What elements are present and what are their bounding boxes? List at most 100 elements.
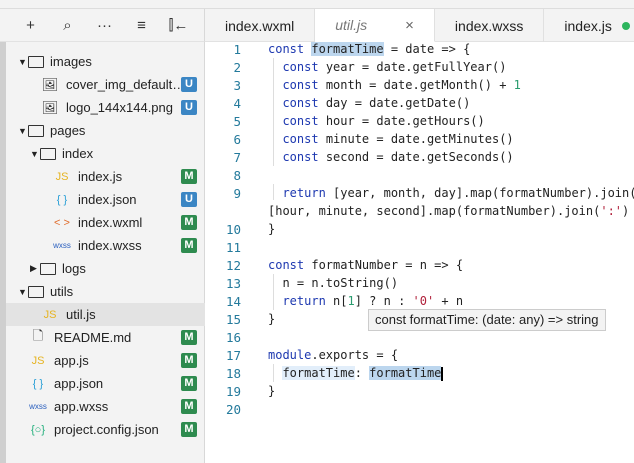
line-number: 16: [225, 330, 241, 345]
code-token: [year, month, day].map(formatNumber).joi…: [333, 186, 634, 200]
tree-item-cover_img_default-[interactable]: 🖼cover_img_default…U: [6, 73, 205, 96]
tree-item-label: pages: [50, 123, 86, 138]
code-line[interactable]: return [year, month, day].map(formatNumb…: [268, 186, 634, 200]
tab-label: util.js: [335, 17, 368, 33]
tab-index-js[interactable]: index.js: [544, 9, 634, 42]
git-status-badge: M: [181, 399, 197, 414]
code-token: ] ? n :: [354, 294, 413, 308]
code-line[interactable]: const day = date.getDate(): [268, 96, 470, 110]
code-token: [268, 114, 282, 128]
tree-item-label: utils: [50, 284, 74, 299]
wxss-file-icon: wxss: [29, 402, 47, 411]
wxml-file-icon: < >: [54, 216, 70, 229]
caret-down-icon[interactable]: ▼: [18, 125, 27, 136]
tab-util-js[interactable]: util.js ×: [315, 9, 435, 42]
menu-strip: [0, 0, 634, 9]
tree-item-label: index.js: [78, 169, 123, 184]
tree-item-label: index.json: [78, 192, 137, 207]
code-line[interactable]: [hour, minute, second].map(formatNumber)…: [268, 204, 629, 218]
line-number: 11: [225, 240, 241, 255]
code-token: [268, 78, 282, 92]
code-token: 1: [347, 294, 355, 308]
caret-down-icon[interactable]: ▼: [18, 56, 27, 67]
tree-item-logs[interactable]: ▶logs: [6, 257, 205, 280]
code-line[interactable]: const month = date.getMonth() + 1: [268, 78, 521, 92]
collapse-panel-icon[interactable]: ⫿←: [168, 16, 189, 34]
close-icon[interactable]: ×: [405, 16, 414, 34]
code-line[interactable]: const formatTime = date => {: [268, 42, 470, 56]
code-token: const: [282, 78, 326, 92]
line-number: 7: [233, 150, 241, 165]
text-cursor: [441, 366, 443, 381]
plus-icon[interactable]: +: [26, 16, 35, 34]
line-number: 13: [225, 276, 241, 291]
js-file-icon: JS: [43, 308, 57, 321]
code-line[interactable]: formatTime: formatTime: [268, 366, 443, 381]
code-token: formatNumber = n => {: [311, 258, 464, 272]
code-line[interactable]: return n[1] ? n : '0' + n: [268, 294, 463, 308]
code-line[interactable]: const formatNumber = n => {: [268, 258, 463, 272]
git-status-badge: M: [181, 238, 197, 253]
code-line[interactable]: module.exports = {: [268, 348, 398, 362]
tab-label: index.wxml: [225, 17, 295, 34]
code-token: formatTime: [369, 366, 442, 380]
folder-open-icon: [28, 55, 44, 68]
config-file-icon: {○}: [31, 423, 45, 436]
outline-icon[interactable]: ≡: [137, 16, 146, 34]
folder-open-icon: [28, 285, 44, 298]
tree-item-utils[interactable]: ▼ utils: [6, 280, 205, 303]
image-file-icon: 🖼: [41, 99, 59, 115]
code-token: }: [268, 222, 276, 236]
tree-item-label: cover_img_default…: [66, 77, 186, 92]
code-line[interactable]: }: [268, 384, 275, 398]
caret-right-icon[interactable]: ▶: [30, 263, 37, 273]
line-number: 6: [233, 132, 241, 147]
line-number: 19: [225, 384, 241, 399]
tab-label: index.js: [564, 17, 612, 34]
code-token: year = date.getFullYear(): [325, 60, 507, 74]
tab-index-wxml[interactable]: index.wxml: [205, 9, 316, 42]
more-icon[interactable]: ···: [97, 16, 112, 34]
code-token: const: [282, 132, 326, 146]
code-token: const: [282, 60, 326, 74]
code-line[interactable]: const minute = date.getMinutes(): [268, 132, 513, 146]
code-token: = date => {: [383, 42, 471, 56]
code-token: :: [354, 366, 370, 380]
code-token: [hour, minute, second].map(formatNumber)…: [268, 204, 601, 218]
code-token: 1: [513, 78, 521, 92]
tree-item-images[interactable]: ▼images: [6, 50, 205, 73]
wxss-file-icon: wxss: [53, 241, 71, 250]
code-line[interactable]: }: [268, 222, 275, 236]
code-line[interactable]: const second = date.getSeconds(): [268, 150, 513, 164]
code-line[interactable]: const hour = date.getHours(): [268, 114, 484, 128]
caret-down-icon[interactable]: ▼: [30, 148, 39, 159]
caret-down-icon[interactable]: ▼: [18, 286, 27, 297]
code-token: [268, 186, 282, 200]
line-number: 8: [233, 168, 241, 183]
code-line[interactable]: }: [268, 312, 275, 326]
editor-tabs: index.wxml util.js × index.wxss index.js: [205, 9, 634, 42]
line-number: 5: [233, 114, 241, 129]
tab-index-wxss[interactable]: index.wxss: [435, 9, 545, 42]
tree-item-index[interactable]: ▼index: [6, 142, 205, 165]
tree-item-pages[interactable]: ▼ pages: [6, 119, 205, 142]
code-token: '0': [412, 294, 435, 308]
code-line[interactable]: const year = date.getFullYear(): [268, 60, 506, 74]
code-line[interactable]: n = n.toString(): [268, 276, 398, 290]
indent-guide: [273, 274, 274, 310]
search-icon[interactable]: ⌕: [63, 16, 72, 34]
line-number: 15: [225, 312, 241, 327]
code-token: [268, 96, 282, 110]
